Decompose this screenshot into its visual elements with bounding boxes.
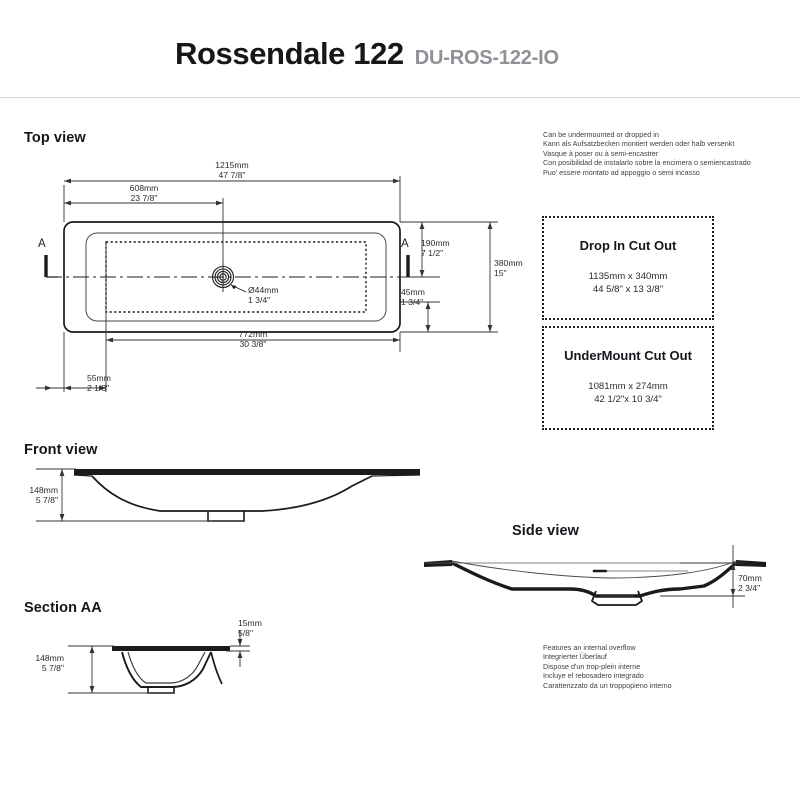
- heading-section-aa: Section AA: [24, 600, 102, 616]
- front-rim-slab: [74, 469, 420, 475]
- cutout-drop-in-imperial: 44 5/8" x 13 3/8": [592, 283, 664, 295]
- section-overflow-channel: [210, 651, 223, 685]
- dim-section-height: 148mm 5 7/8": [35, 653, 64, 674]
- side-bowl-inner-line: [451, 560, 737, 579]
- section-markers: [44, 255, 410, 278]
- front-view-dimensions: [36, 468, 212, 522]
- title-row: Rossendale 122 DU-ROS-122-IO: [175, 36, 559, 72]
- top-view-dimensions: [36, 176, 498, 392]
- top-basin-outline: [63, 221, 401, 333]
- top-bowl-hidden-edge: [105, 241, 367, 313]
- side-view-dimensions: [660, 545, 745, 608]
- note-overflow-es: Incluye el rebosadero integrado: [543, 671, 644, 681]
- section-aa-dimensions: [68, 630, 250, 694]
- section-rim-slab: [112, 646, 230, 651]
- cutout-drop-in: Drop In Cut Out 1135mm x 340mm 44 5/8" x…: [542, 216, 714, 320]
- front-rim-left-end: [73, 474, 93, 477]
- dim-drain-from-rear: 190mm 7 1/2": [421, 238, 450, 259]
- note-overflow: Features an internal overflow Integriert…: [543, 643, 672, 690]
- cutout-undermount-metric: 1081mm x 274mm: [588, 381, 668, 392]
- drain-hole: [211, 265, 235, 289]
- front-drain-boss: [207, 511, 245, 522]
- section-bowl-inner: [127, 651, 206, 684]
- front-bowl-profile: [91, 475, 373, 512]
- dim-front-height: 148mm 5 7/8": [29, 485, 58, 506]
- cutout-undermount: UnderMount Cut Out 1081mm x 274mm 42 1/2…: [542, 326, 714, 430]
- side-drain-boss: [591, 590, 643, 606]
- dim-drain-from-left: 608mm 23 7/8": [129, 183, 159, 204]
- dim-inner-width: 772mm 30 3/8": [238, 329, 268, 350]
- section-bowl-outer: [121, 651, 212, 688]
- cutout-drop-in-title: Drop In Cut Out: [579, 238, 677, 253]
- section-marker-left-label: A: [38, 238, 46, 250]
- cutout-drop-in-metric: 1135mm x 340mm: [588, 271, 668, 282]
- dim-side-depth: 70mm 2 3/4": [738, 573, 762, 594]
- cutout-undermount-imperial: 42 1/2"x 10 3/4": [594, 393, 662, 405]
- note-mounting-es: Con posibilidad de instalarlo sobre la e…: [543, 158, 751, 168]
- header: Rossendale 122 DU-ROS-122-IO: [0, 0, 800, 98]
- drain-leader: [230, 284, 247, 293]
- note-overflow-de: Integrierter Überlauf: [543, 652, 607, 662]
- heading-front-view: Front view: [24, 442, 98, 458]
- page-title: Rossendale 122: [175, 36, 404, 71]
- note-mounting-de: Kann als Aufsatzbecken montiert werden o…: [543, 139, 735, 149]
- section-drain-boss: [147, 687, 175, 694]
- side-bowl-outer-profile: [451, 561, 738, 598]
- dim-overall-width: 1215mm 47 7/8": [215, 160, 249, 181]
- top-bowl-rim: [85, 232, 387, 322]
- cutout-undermount-title: UnderMount Cut Out: [564, 348, 692, 363]
- header-divider: [0, 97, 800, 98]
- dim-section-rim: 15mm 5/8": [238, 618, 262, 639]
- heading-side-view: Side view: [512, 523, 579, 539]
- note-mounting: Can be undermounted or dropped in Kann a…: [543, 130, 751, 177]
- front-rim-right-end: [371, 474, 421, 477]
- note-overflow-en: Features an internal overflow: [543, 643, 636, 652]
- heading-top-view: Top view: [24, 130, 86, 146]
- note-overflow-fr: Dispose d'un trop-plein interne: [543, 661, 641, 671]
- note-mounting-fr: Vasque à poser ou à semi-encastrer: [543, 148, 659, 158]
- side-rim-left: [424, 560, 452, 567]
- dim-overall-depth: 380mm 15": [494, 258, 523, 279]
- product-code: DU-ROS-122-IO: [414, 47, 559, 69]
- side-rim-right: [736, 560, 766, 567]
- note-mounting-it: Puo' essere montato ad appoggio o semi i…: [543, 167, 700, 177]
- dim-left-inset: 55mm 2 1/8": [87, 373, 111, 394]
- dim-drain-diameter: Ø44mm 1 3/4": [248, 285, 279, 306]
- dim-front-edge: 45mm 1 3/4": [401, 287, 425, 308]
- note-overflow-it: Caratterizzato da un troppopieno interno: [543, 680, 672, 690]
- section-marker-right-label: A: [401, 238, 409, 250]
- note-mounting-en: Can be undermounted or dropped in: [543, 130, 659, 139]
- drain-leader-arrow: [231, 285, 237, 290]
